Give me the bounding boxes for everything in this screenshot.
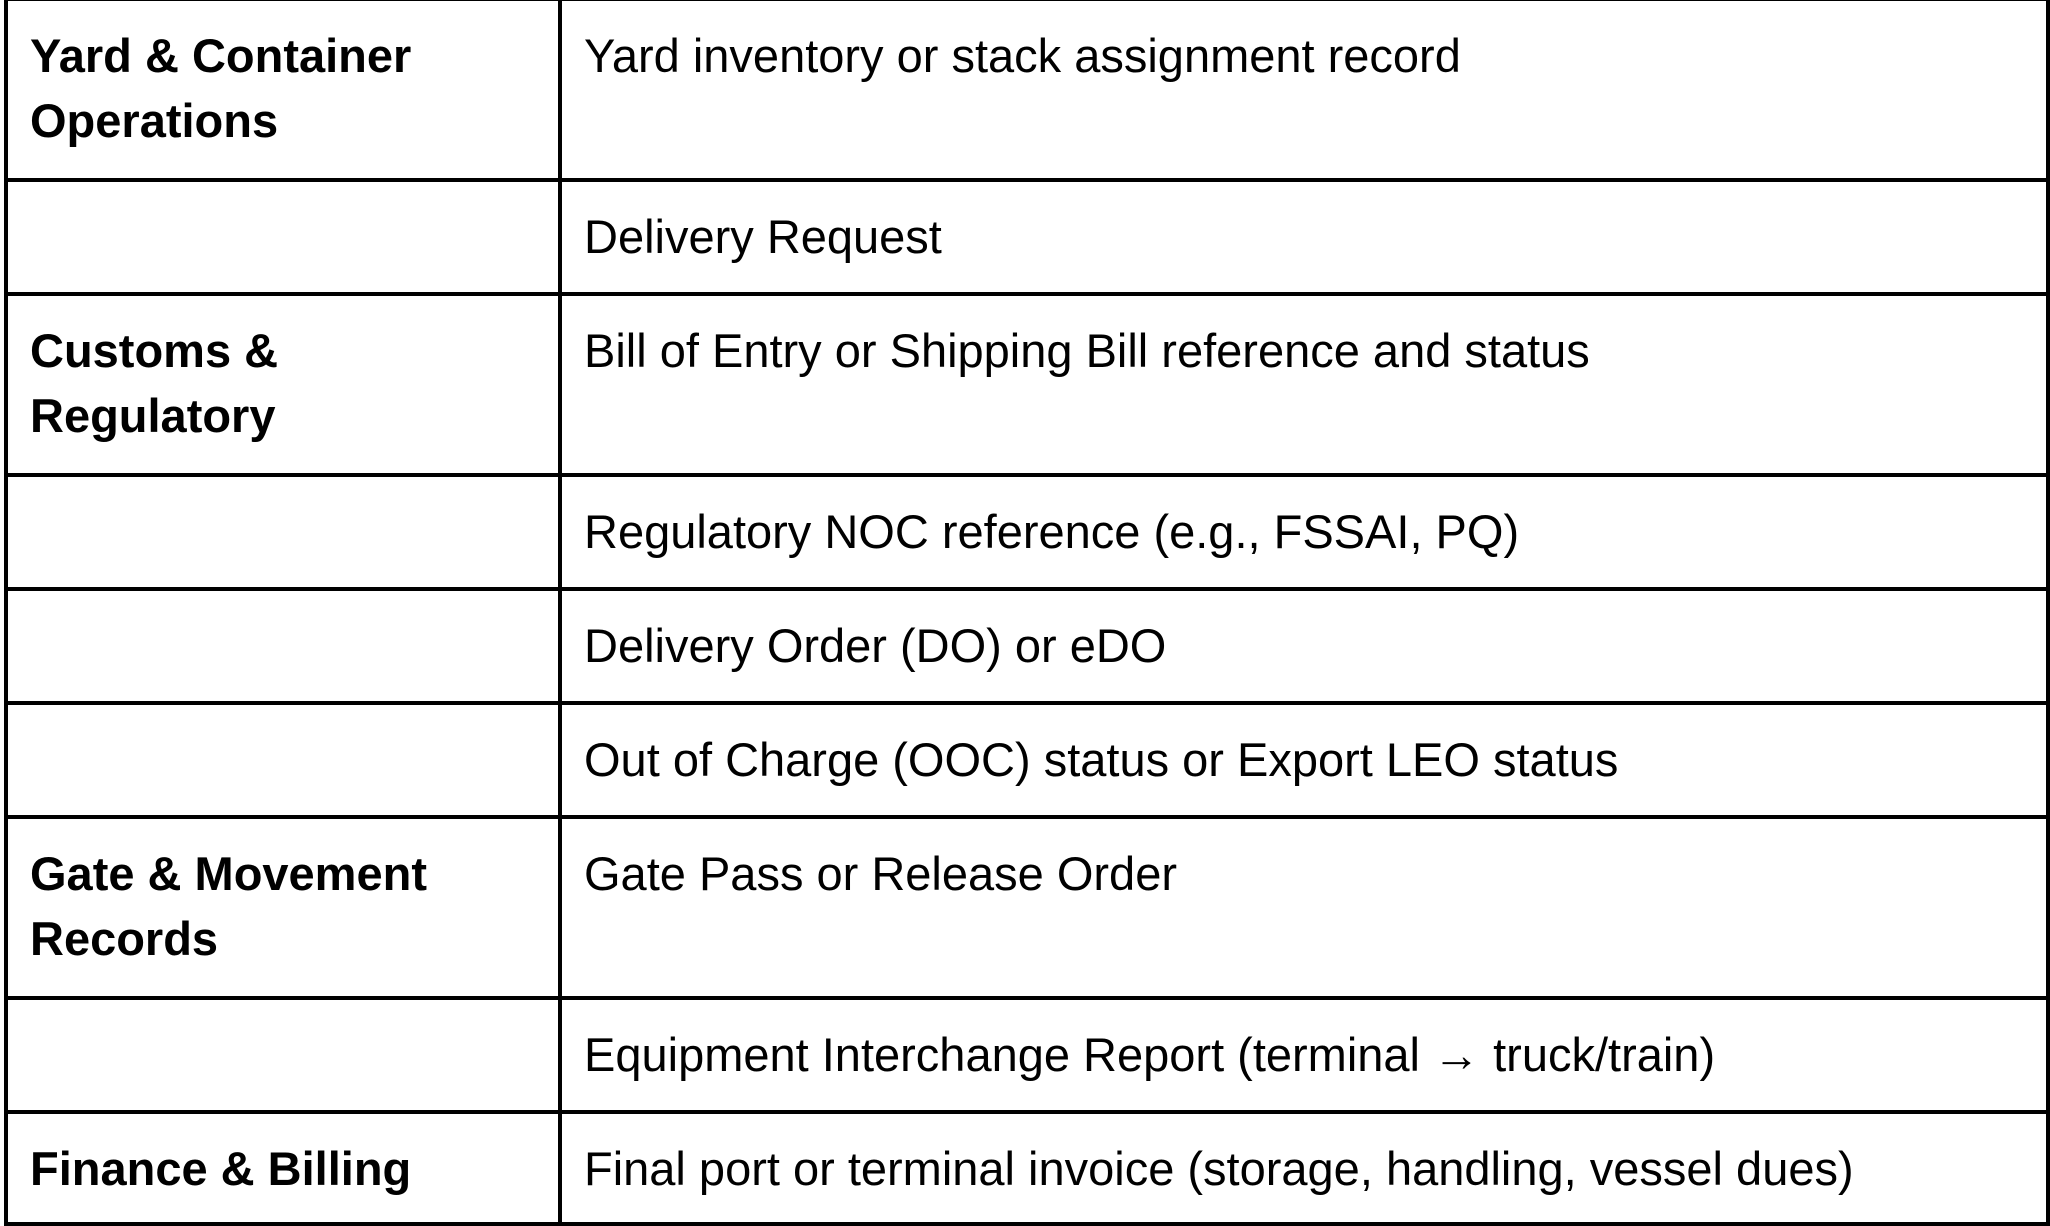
document-cell: Delivery Request xyxy=(558,178,2050,296)
documents-table: Yard & Container Operations Yard invento… xyxy=(4,0,2050,1226)
category-cell xyxy=(4,473,562,591)
table-row: Delivery Order (DO) or eDO xyxy=(4,587,2050,705)
document-cell: Regulatory NOC reference (e.g., FSSAI, P… xyxy=(558,473,2050,591)
category-cell: Yard & Container Operations xyxy=(4,0,562,182)
table-row: Gate & Movement Records Gate Pass or Rel… xyxy=(4,815,2050,1000)
document-cell: Gate Pass or Release Order xyxy=(558,815,2050,1000)
table-row: Regulatory NOC reference (e.g., FSSAI, P… xyxy=(4,473,2050,591)
document-cell: Out of Charge (OOC) status or Export LEO… xyxy=(558,701,2050,819)
document-cell: Equipment Interchange Report (terminal →… xyxy=(558,996,2050,1114)
category-cell: Finance & Billing xyxy=(4,1110,562,1226)
category-cell xyxy=(4,996,562,1114)
document-cell: Bill of Entry or Shipping Bill reference… xyxy=(558,292,2050,477)
table-row: Equipment Interchange Report (terminal →… xyxy=(4,996,2050,1114)
document-cell: Delivery Order (DO) or eDO xyxy=(558,587,2050,705)
category-cell xyxy=(4,178,562,296)
document-cell: Final port or terminal invoice (storage,… xyxy=(558,1110,2050,1226)
table-row: Customs & Regulatory Bill of Entry or Sh… xyxy=(4,292,2050,477)
category-cell: Gate & Movement Records xyxy=(4,815,562,1000)
category-cell xyxy=(4,587,562,705)
table-row: Finance & Billing Final port or terminal… xyxy=(4,1110,2050,1226)
table-row: Out of Charge (OOC) status or Export LEO… xyxy=(4,701,2050,819)
category-cell: Customs & Regulatory xyxy=(4,292,562,477)
document-cell: Yard inventory or stack assignment recor… xyxy=(558,0,2050,182)
category-cell xyxy=(4,701,562,819)
table-row: Delivery Request xyxy=(4,178,2050,296)
table-row: Yard & Container Operations Yard invento… xyxy=(4,0,2050,182)
